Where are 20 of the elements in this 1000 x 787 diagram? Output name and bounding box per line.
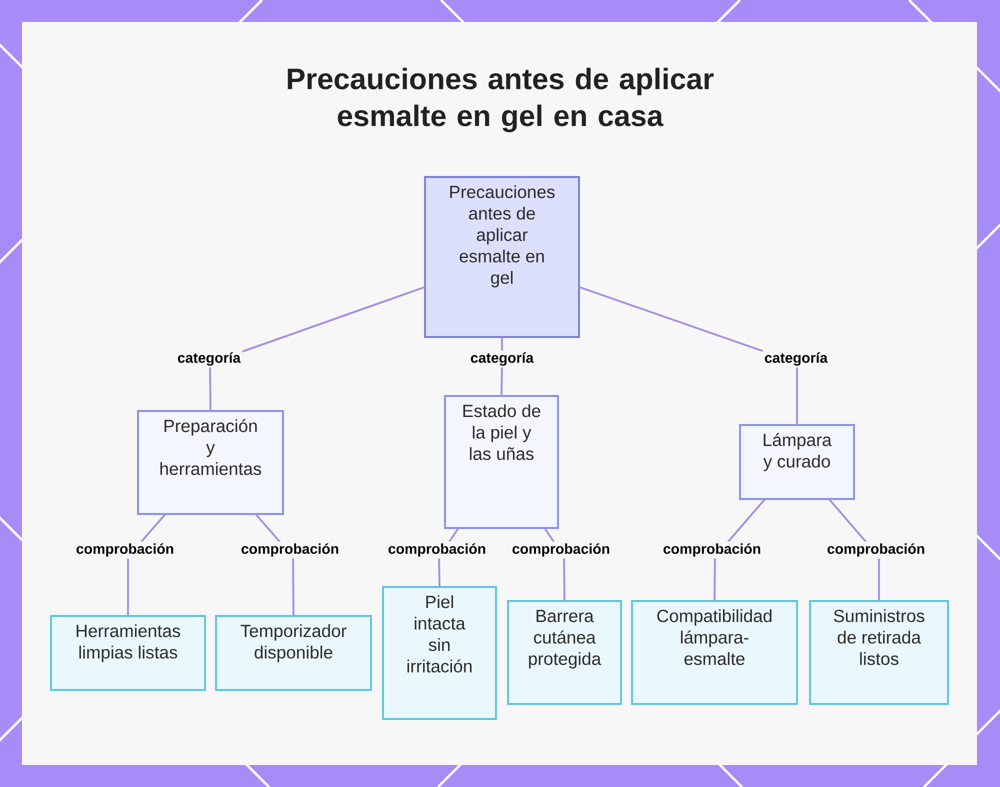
checklist-item-box: Barrera cutánea protegida [507, 600, 622, 705]
checklist-item-box: Compatibilidad lámpara-esmalte [631, 600, 798, 705]
checklist-item-box: Suministros de retirada listos [809, 600, 949, 705]
edge-label: comprobación [661, 542, 763, 558]
edge-label: comprobación [74, 542, 176, 558]
edge-label: categoría [468, 350, 536, 368]
edge-label: categoría [176, 350, 242, 368]
category-box: Estado de la piel y las uñas [444, 395, 559, 529]
category-box: Lámpara y curado [739, 424, 855, 500]
checklist-item-box: Temporizador disponible [215, 615, 372, 691]
edge-label: categoría [762, 350, 830, 368]
main-topic-box: Precauciones antes de aplicar esmalte en gel [424, 176, 580, 338]
edge-label: comprobación [825, 542, 927, 558]
edge-label: comprobación [239, 542, 341, 558]
edge-label: comprobación [510, 542, 612, 558]
category-box: Preparación y herramientas [137, 410, 284, 515]
edge-label: comprobación [386, 542, 488, 558]
title: Precauciones antes de aplicar esmalte en gel en casa [288, 68, 714, 132]
checklist-item-box: Piel intacta sin irritación [382, 586, 497, 720]
checklist-item-box: Herramientas limpias listas [50, 615, 206, 691]
